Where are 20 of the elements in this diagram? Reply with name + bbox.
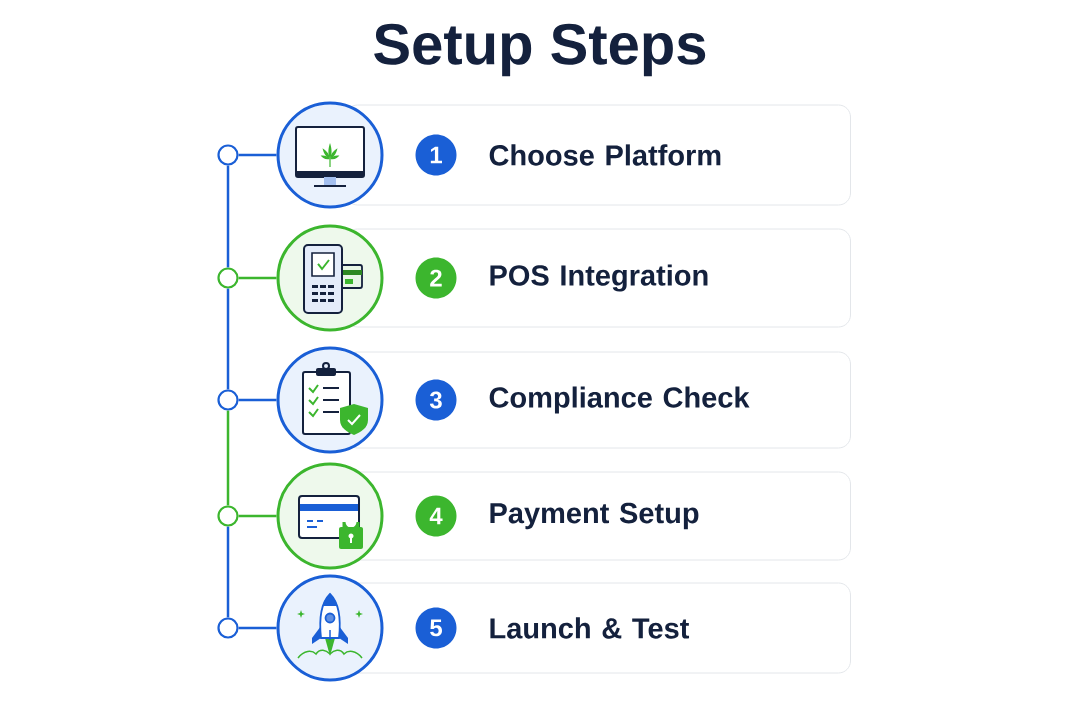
connector-line — [238, 276, 277, 280]
timeline-dot — [217, 389, 239, 411]
connector-line — [238, 398, 277, 402]
timeline-dot — [217, 617, 239, 639]
number-badge: 1 — [415, 134, 457, 176]
connector-line — [226, 288, 230, 390]
title: Setup Steps — [374, 23, 706, 77]
number-badge: 3 — [415, 379, 457, 421]
timeline-dot — [217, 505, 239, 527]
number-badge: 5 — [415, 607, 457, 649]
connector-line — [238, 626, 277, 630]
timeline-dot — [217, 267, 239, 289]
connector-line — [226, 165, 230, 268]
connector-line — [226, 526, 230, 618]
timeline-dot — [217, 144, 239, 166]
number-badge: 2 — [415, 257, 457, 299]
connector-line — [238, 514, 277, 518]
connector-line — [226, 410, 230, 506]
connector-line — [238, 153, 277, 157]
number-badge: 4 — [415, 495, 457, 537]
